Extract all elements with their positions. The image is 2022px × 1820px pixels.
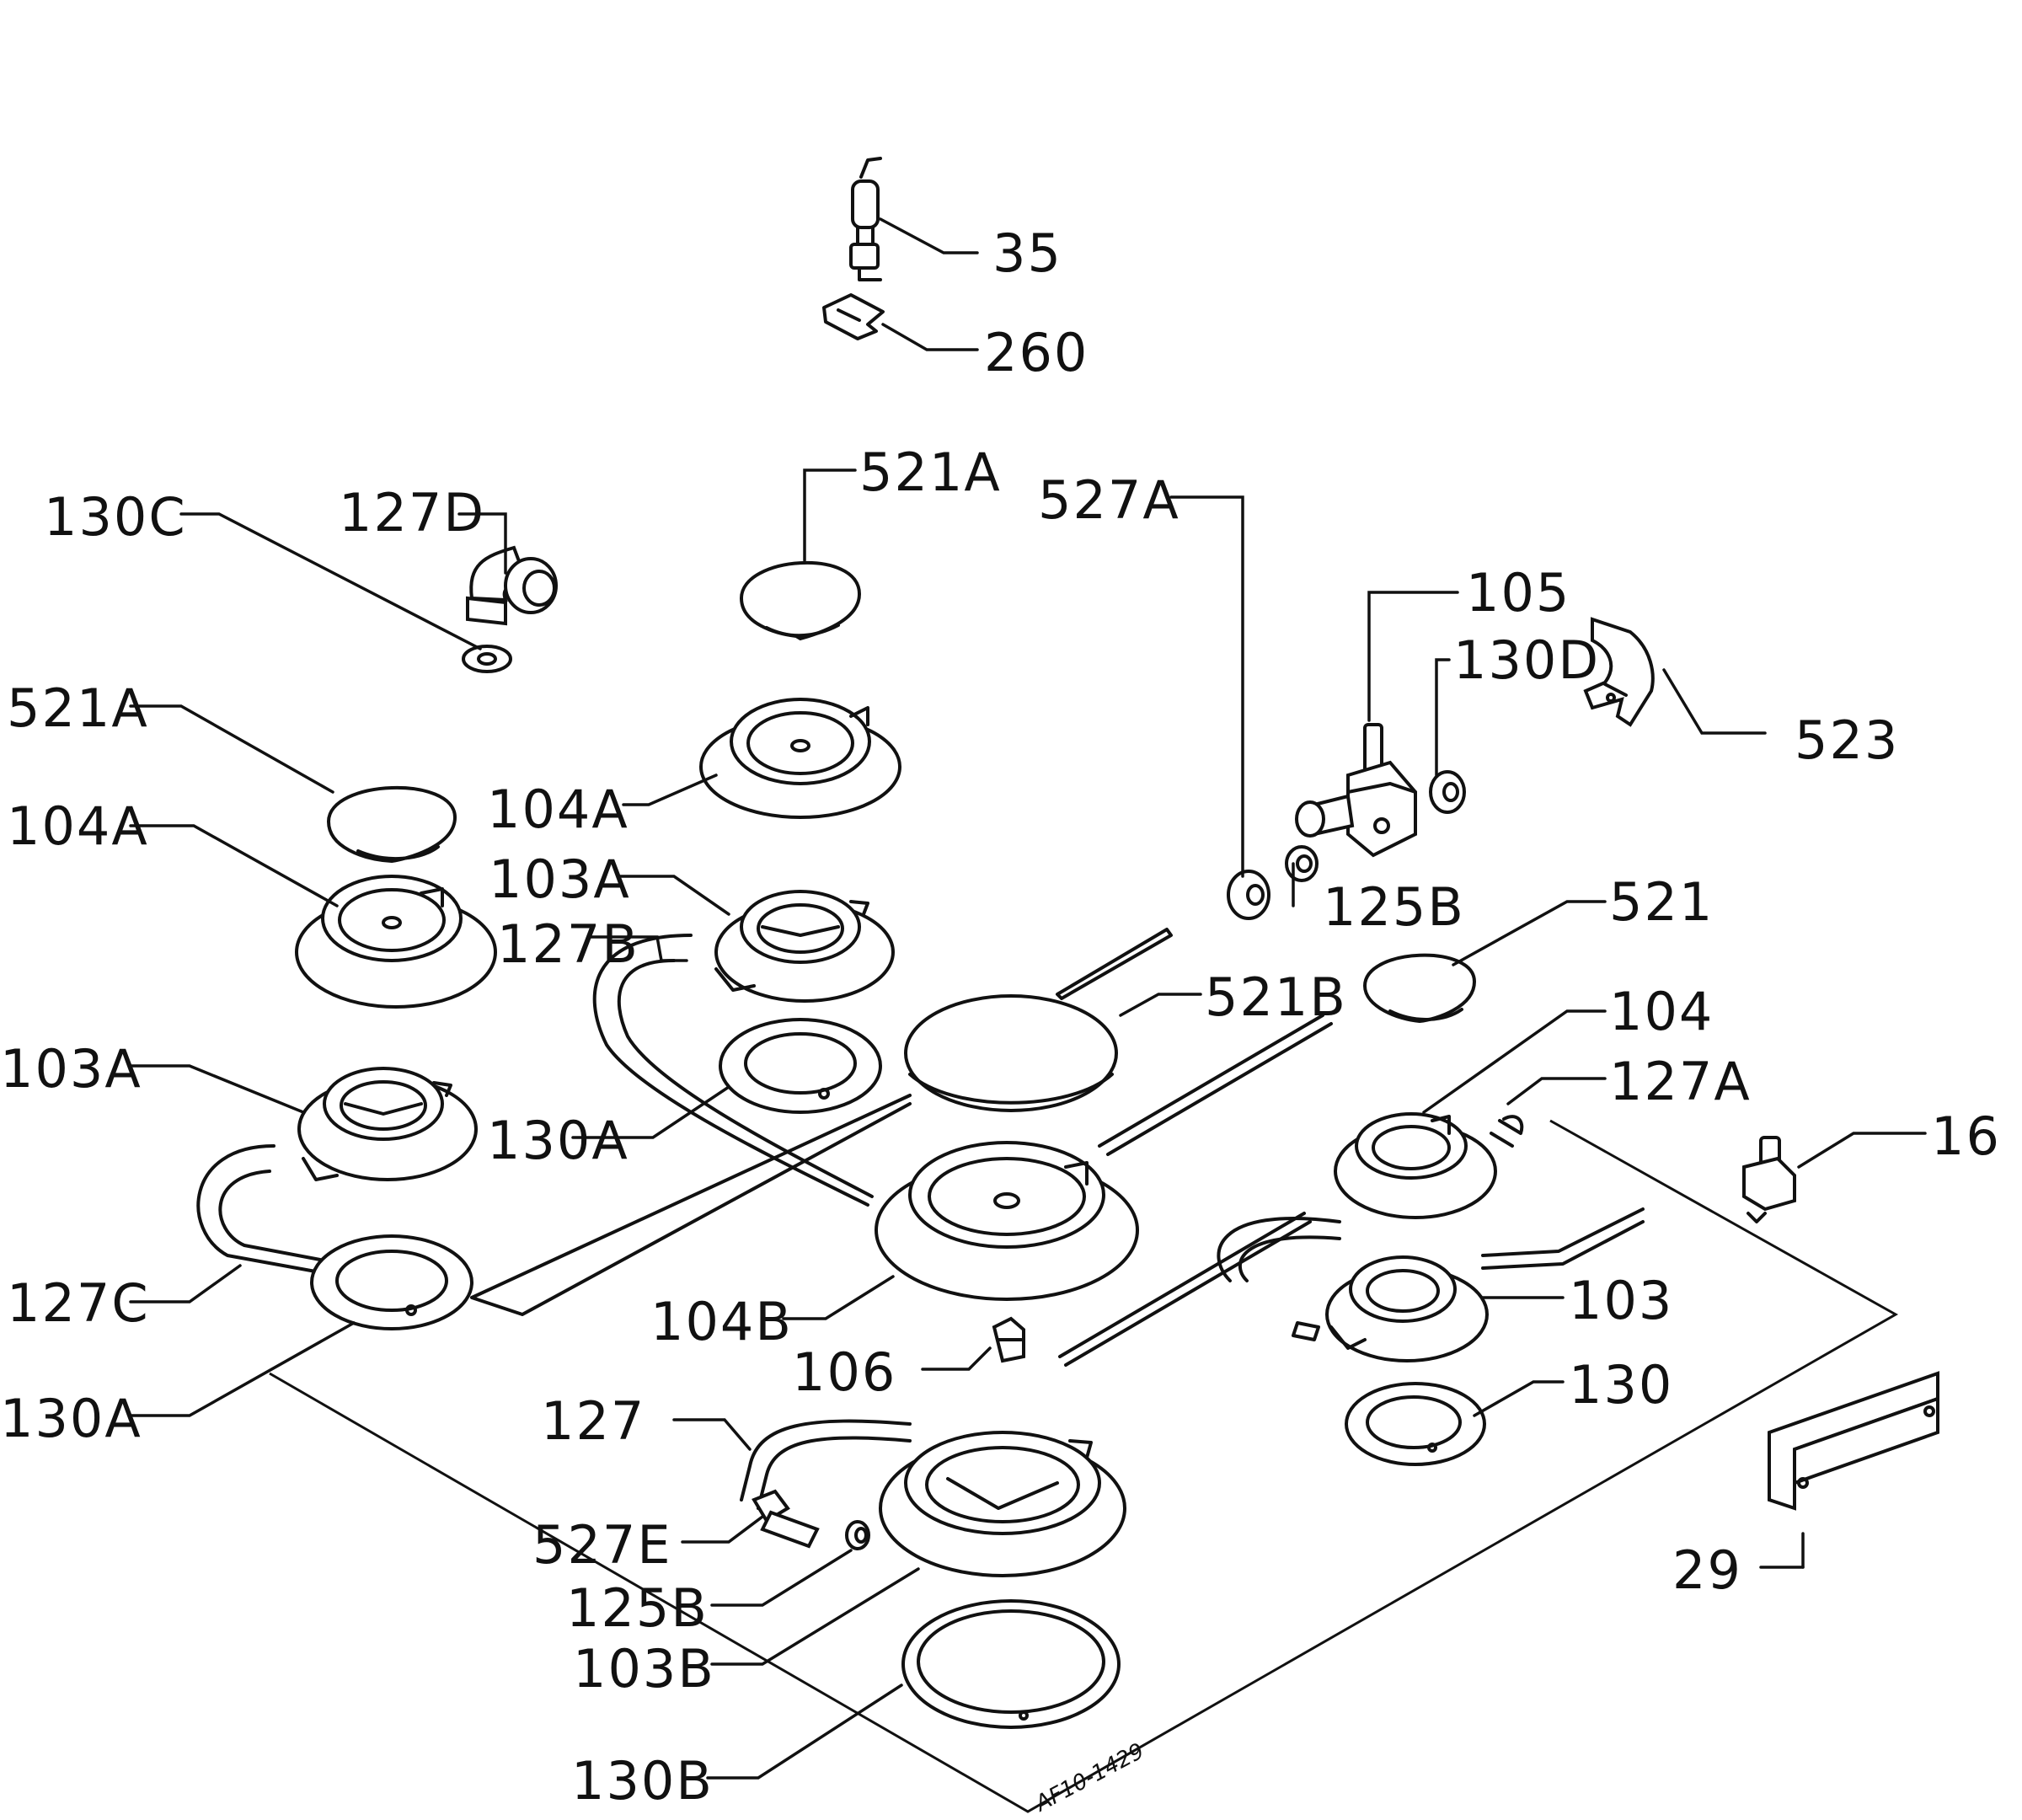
label-127: 127 (541, 1390, 645, 1452)
label-523: 523 (1795, 709, 1899, 771)
label-16: 16 (1931, 1105, 2001, 1167)
ring-130b (901, 1599, 1121, 1729)
elbow-fitting (466, 545, 558, 626)
label-527e: 527E (532, 1514, 672, 1576)
label-103a-mid: 103A (489, 848, 631, 910)
burner-103a-mid (714, 890, 895, 1003)
label-521a-top: 521A (859, 442, 1002, 503)
connector-527e (752, 1489, 820, 1549)
ring-130 (1345, 1382, 1486, 1466)
label-125b-bottom: 125B (566, 1577, 709, 1639)
label-130a-mid: 130A (487, 1110, 629, 1171)
ignition-electrode (849, 157, 882, 281)
burner-cap-top (739, 561, 862, 641)
label-127c: 127C (7, 1272, 150, 1334)
seal-125b-bottom (845, 1520, 870, 1550)
label-35: 35 (992, 222, 1062, 284)
label-130b: 130B (571, 1750, 714, 1812)
seal-125b-top (1285, 845, 1319, 882)
nut-527a (1227, 870, 1270, 920)
leader-lines (129, 217, 1927, 1780)
label-29: 29 (1672, 1539, 1742, 1601)
burner-103b (879, 1431, 1126, 1577)
label-106: 106 (792, 1341, 896, 1403)
label-130: 130 (1569, 1354, 1673, 1416)
label-104: 104 (1609, 981, 1714, 1042)
bracket-29 (1768, 1371, 1939, 1511)
seal-130c (462, 645, 512, 673)
gas-valve-105 (1295, 723, 1417, 858)
label-125b-top: 125B (1323, 876, 1465, 938)
burner-103 (1292, 1255, 1489, 1362)
label-103a-left: 103A (0, 1038, 142, 1100)
injector-106 (992, 1316, 1025, 1363)
label-105: 105 (1466, 562, 1570, 624)
label-127d: 127D (339, 482, 485, 543)
component-16 (1742, 1136, 1796, 1223)
label-521: 521 (1609, 871, 1714, 933)
burner-104a-left (295, 875, 497, 1009)
label-521a-left: 521A (7, 677, 149, 739)
label-127a: 127A (1609, 1051, 1752, 1112)
burner-104a-top (699, 698, 901, 819)
label-104b: 104B (650, 1291, 793, 1352)
gas-pipes (196, 928, 1645, 1510)
burner-cap-left (326, 786, 457, 864)
burner-cap-521 (1362, 953, 1477, 1024)
ring-130a-mid (719, 1018, 882, 1114)
label-130c: 130C (44, 486, 187, 548)
electrode-clip (822, 293, 885, 340)
bracket-523 (1583, 617, 1655, 727)
label-130d: 130D (1453, 629, 1600, 691)
drawing-code: AF10-1429 (1030, 1738, 1148, 1817)
label-104a-left: 104A (7, 795, 149, 857)
label-260: 260 (984, 322, 1089, 383)
burner-cap-521b (904, 994, 1118, 1112)
label-103b: 103B (573, 1638, 715, 1700)
label-103: 103 (1569, 1270, 1673, 1331)
label-127b: 127B (497, 913, 639, 975)
label-130a-left: 130A (0, 1388, 142, 1449)
label-527a: 527A (1038, 469, 1180, 531)
burner-103a-left (297, 1067, 478, 1181)
hob-outline (269, 1119, 1899, 1813)
label-104a-mid: 104A (487, 779, 629, 840)
label-521b: 521B (1205, 966, 1347, 1028)
burner-104b (875, 1141, 1139, 1301)
washer-130d (1429, 770, 1466, 814)
pipe-127a (1490, 1115, 1524, 1148)
burner-104 (1334, 1112, 1497, 1219)
ring-130a-left (310, 1234, 473, 1330)
